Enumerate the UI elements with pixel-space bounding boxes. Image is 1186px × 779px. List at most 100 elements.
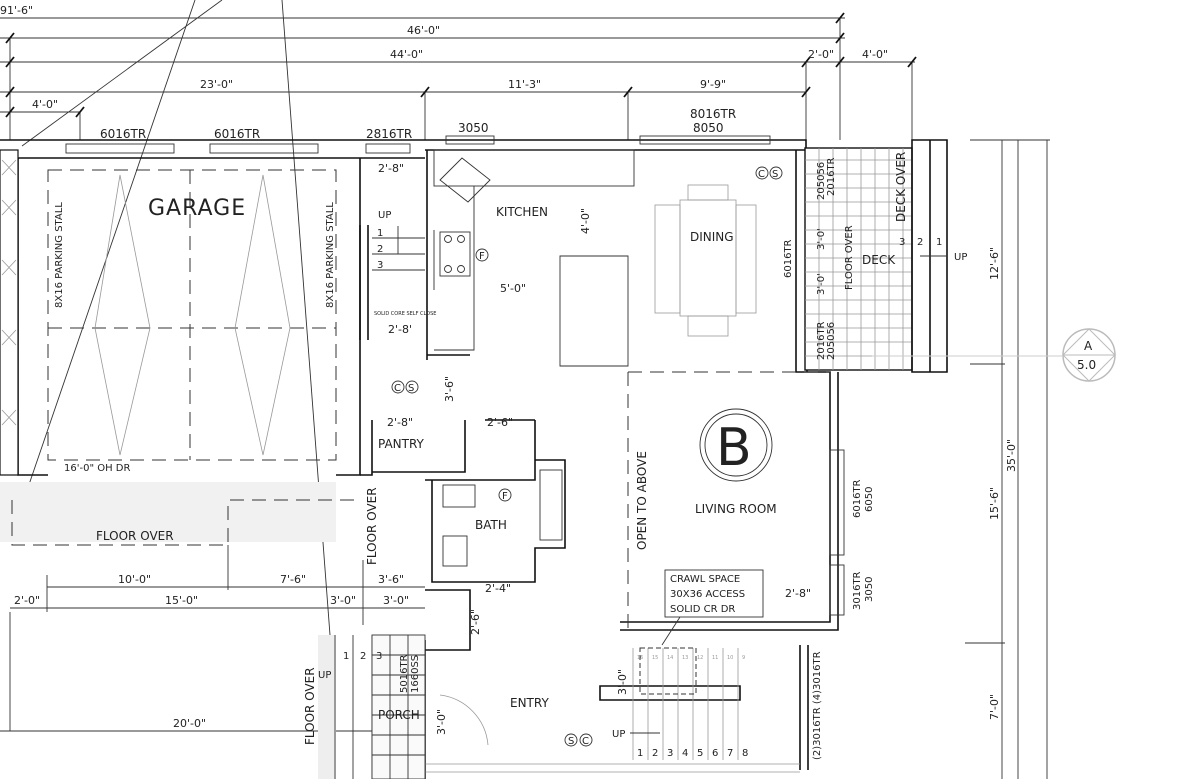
dim: 2'-6"	[487, 416, 513, 429]
porch-hatch	[318, 635, 336, 779]
stair-step: 7	[727, 748, 733, 759]
stair-step: 8	[742, 748, 748, 759]
window-label: 8050	[693, 121, 724, 135]
dim: 7'-0"	[988, 694, 1001, 720]
stair-up-label: UP	[378, 210, 391, 221]
dim: 3'-0'	[816, 228, 827, 250]
open-above-label: OPEN TO ABOVE	[635, 451, 649, 550]
window-label: 2816TR	[366, 127, 412, 141]
window-label: 5016TR	[399, 654, 410, 693]
wall-hatch	[0, 149, 19, 476]
top-dimension-lines	[0, 17, 915, 140]
stair-step: 2	[917, 237, 923, 248]
windows	[65, 135, 771, 154]
floor-over-area	[0, 482, 336, 542]
window-label: 6016TR	[214, 127, 260, 141]
window-label: 3050	[864, 577, 875, 602]
stair-up-label: UP	[318, 670, 331, 681]
stair-up-label: UP	[954, 252, 967, 263]
stair-step: 3	[899, 237, 905, 248]
window-label: 6050	[864, 487, 875, 512]
dim: 15'-0"	[165, 594, 198, 607]
dimension-ticks	[5, 12, 917, 118]
garage-stairs	[372, 226, 425, 271]
stair-step: 10	[727, 655, 733, 661]
dim-overall: 91'-6"	[0, 4, 33, 17]
note-line: SOLID CR DR	[670, 604, 735, 615]
dim: 2'-8"	[387, 416, 413, 429]
floor-over-label: FLOOR OVER	[365, 487, 379, 565]
floor-over-label: FLOOR OVER	[303, 667, 317, 745]
dim-9-9: 9'-9"	[700, 78, 726, 91]
cs-s: S	[568, 736, 574, 747]
main-stair-treads	[632, 647, 739, 760]
fridge-label: F	[479, 251, 485, 262]
garage-door-swing	[94, 174, 291, 456]
dim-2: 2'-0"	[808, 48, 834, 61]
dim: 2'-0"	[14, 594, 40, 607]
window-label: 205056	[816, 162, 827, 200]
dim: 3'-0"	[435, 709, 448, 735]
dim: 3'-0"	[383, 594, 409, 607]
stair-step: 2	[360, 651, 366, 662]
stair-up-label: UP	[612, 729, 625, 740]
crawl-space-note	[661, 569, 764, 646]
room-entry: ENTRY	[510, 696, 549, 710]
dim: 5'-0"	[500, 282, 526, 295]
cs-c: C	[758, 169, 765, 180]
room-porch: PORCH	[378, 708, 420, 722]
note-line: CRAWL SPACE	[670, 574, 740, 585]
window-label: 205056	[826, 322, 837, 360]
stair-step: 14	[667, 655, 673, 661]
stair-step: 1	[637, 748, 643, 759]
dim: 3'-0"	[330, 594, 356, 607]
note-line: 30X36 ACCESS	[670, 589, 745, 600]
stair-step: 6	[712, 748, 718, 759]
dim: 3'-6"	[378, 573, 404, 586]
cs-s: S	[772, 169, 778, 180]
bottom-dimension-lines	[0, 545, 425, 732]
cs-symbol	[755, 166, 783, 180]
stair-step: 4	[682, 748, 688, 759]
section-letter: A	[1084, 339, 1093, 353]
cs-c: C	[582, 736, 589, 747]
room-kitchen: KITCHEN	[496, 205, 548, 219]
dim: 2'-8"	[785, 587, 811, 600]
dim: 2'-6"	[469, 609, 482, 635]
room-garage: GARAGE	[148, 196, 246, 221]
window-label: 2016TR	[816, 321, 827, 360]
kitchen-counters	[433, 149, 635, 367]
deck-grid	[804, 139, 948, 373]
dim-4-left: 4'-0"	[32, 98, 58, 111]
dim-23: 23'-0"	[200, 78, 233, 91]
stair-step: 1	[343, 651, 349, 662]
stair-step: 2	[652, 748, 658, 759]
dim: 15'-6"	[988, 487, 1001, 520]
stair-step: 1	[377, 228, 383, 239]
room-marker-letter: B	[716, 418, 752, 478]
window-label: 1660SS	[410, 655, 421, 693]
porch-steps	[334, 634, 426, 779]
stair-step: 3	[376, 651, 382, 662]
dim: 12'-6"	[988, 247, 1001, 280]
stair-step: 3	[667, 748, 673, 759]
stair-step: 3	[377, 260, 383, 271]
dim-11-3: 11'-3"	[508, 78, 541, 91]
floor-over-label: FLOOR OVER	[96, 529, 174, 543]
window-label: 2016TR	[826, 157, 837, 196]
room-deck: DECK	[862, 253, 896, 267]
section-marker	[1062, 328, 1116, 382]
deck-over-label: DECK OVER	[894, 152, 908, 222]
parking-stall-label: 8X16 PARKING STALL	[325, 202, 336, 308]
window-label: 3050	[458, 121, 489, 135]
stair-step: 15	[652, 655, 658, 661]
stair-step: 5	[697, 748, 703, 759]
stair-step: 11	[712, 655, 718, 661]
dim: 3'-6"	[443, 376, 456, 402]
stair-step: 9	[742, 655, 745, 661]
window-label: 8016TR	[690, 107, 736, 121]
cs-symbol	[391, 380, 419, 394]
dining-table	[654, 184, 757, 337]
window-label: (2)3016TR (4)3016TR	[812, 651, 823, 760]
